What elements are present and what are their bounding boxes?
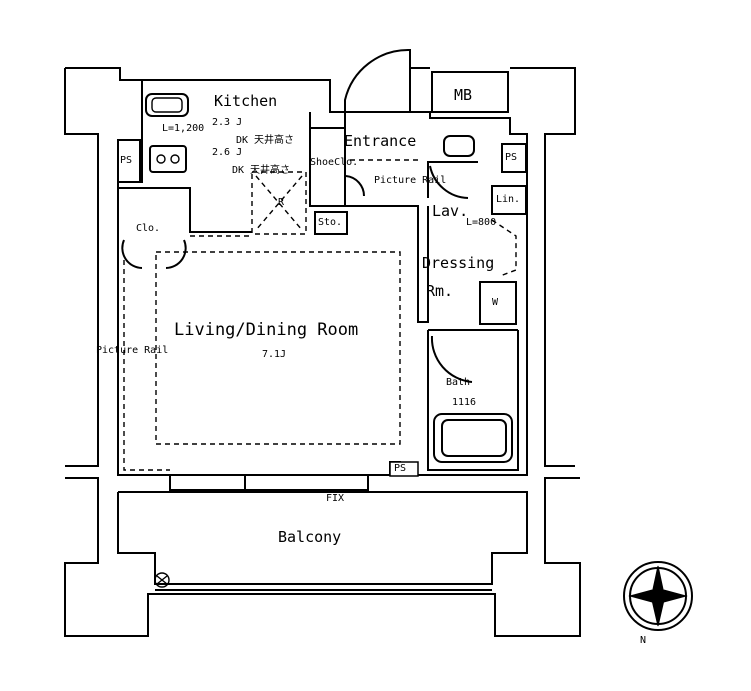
ps-left-label: PS bbox=[120, 155, 133, 166]
outer-wall bbox=[64, 68, 99, 467]
unit-wall bbox=[309, 112, 346, 129]
compass-needle-icon bbox=[628, 565, 688, 627]
stove bbox=[149, 145, 187, 173]
drain-icon bbox=[154, 572, 170, 588]
ceiling-note-1: DK 天井高さ bbox=[236, 135, 295, 146]
entrance-label: Entrance bbox=[344, 132, 417, 150]
unit-wall bbox=[345, 111, 528, 195]
bathtub-inner bbox=[441, 419, 507, 457]
living-ceiling-outline bbox=[155, 251, 401, 445]
lav-length: L=800 bbox=[466, 217, 497, 228]
corridor-wall bbox=[427, 161, 478, 198]
ps-bottom-label: PS bbox=[394, 463, 407, 474]
ceiling-note-2: DK 天井高さ bbox=[232, 165, 291, 176]
dressing-hanger bbox=[491, 219, 517, 277]
corridor-wall bbox=[345, 205, 429, 323]
balcony-wall bbox=[64, 477, 581, 637]
outer-wall bbox=[65, 67, 345, 113]
bath-size: 1116 bbox=[452, 397, 477, 408]
kitchen-size-1: 2.3 J bbox=[212, 117, 243, 128]
dressing-label: Dressing bbox=[422, 254, 495, 272]
picture-rail-entrance-label: Picture Rail bbox=[374, 175, 447, 186]
lav-door-swing bbox=[429, 165, 469, 199]
r-mark: R bbox=[278, 197, 285, 208]
entrance-door-swing bbox=[344, 48, 411, 112]
linen-closet bbox=[491, 185, 527, 215]
burner bbox=[156, 154, 166, 164]
sto-label: Sto. bbox=[318, 217, 343, 228]
fix-label: FIX bbox=[326, 493, 345, 504]
ps-left bbox=[117, 139, 141, 183]
storage-sto bbox=[314, 211, 348, 235]
dressing-label-2: Rm. bbox=[426, 282, 454, 300]
balcony-label: Balcony bbox=[278, 528, 342, 546]
kitchen-size-2: 2.6 J bbox=[212, 147, 243, 158]
bath-label: Bath bbox=[446, 377, 471, 388]
compass-n-label: N bbox=[640, 635, 647, 646]
mb-label: MB bbox=[454, 86, 473, 104]
picture-rail-left bbox=[123, 260, 170, 471]
ps-right-label: PS bbox=[505, 152, 518, 163]
bath-wall bbox=[427, 330, 519, 471]
cooktop-cross bbox=[255, 175, 303, 231]
lav-label: Lav. bbox=[432, 202, 469, 220]
cooktop-cross bbox=[255, 175, 303, 231]
burner bbox=[170, 154, 180, 164]
living-label: Living/Dining Room bbox=[174, 320, 359, 340]
lav-basin bbox=[443, 135, 475, 157]
w-mark: W bbox=[492, 297, 499, 308]
shoe-clo-label: ShoeClo. bbox=[310, 157, 359, 168]
unit-wall bbox=[117, 80, 528, 476]
living-size: 7.1J bbox=[262, 349, 287, 360]
clo-door-swing bbox=[121, 239, 187, 269]
picture-rail-living-label: Picture Rail bbox=[96, 345, 169, 356]
ps-bottom bbox=[389, 461, 419, 477]
lin-label: Lin. bbox=[496, 194, 521, 205]
window bbox=[169, 475, 369, 491]
kitchen-length: L=1,200 bbox=[162, 123, 205, 134]
sink-inner bbox=[151, 97, 183, 113]
bathtub bbox=[433, 413, 513, 463]
clo-label: Clo. bbox=[136, 223, 161, 234]
kitchen-cooktop-area bbox=[251, 171, 307, 235]
mb-box bbox=[431, 71, 509, 113]
bath-door-swing bbox=[430, 335, 473, 383]
kitchen-label: Kitchen bbox=[214, 92, 278, 110]
shoe-door-swing bbox=[345, 175, 366, 197]
kitchen-partition bbox=[309, 128, 346, 207]
washer-space bbox=[479, 281, 517, 325]
sink bbox=[145, 93, 189, 117]
ps-right bbox=[501, 143, 527, 173]
balcony-rail bbox=[117, 491, 528, 585]
outer-wall bbox=[510, 67, 576, 467]
